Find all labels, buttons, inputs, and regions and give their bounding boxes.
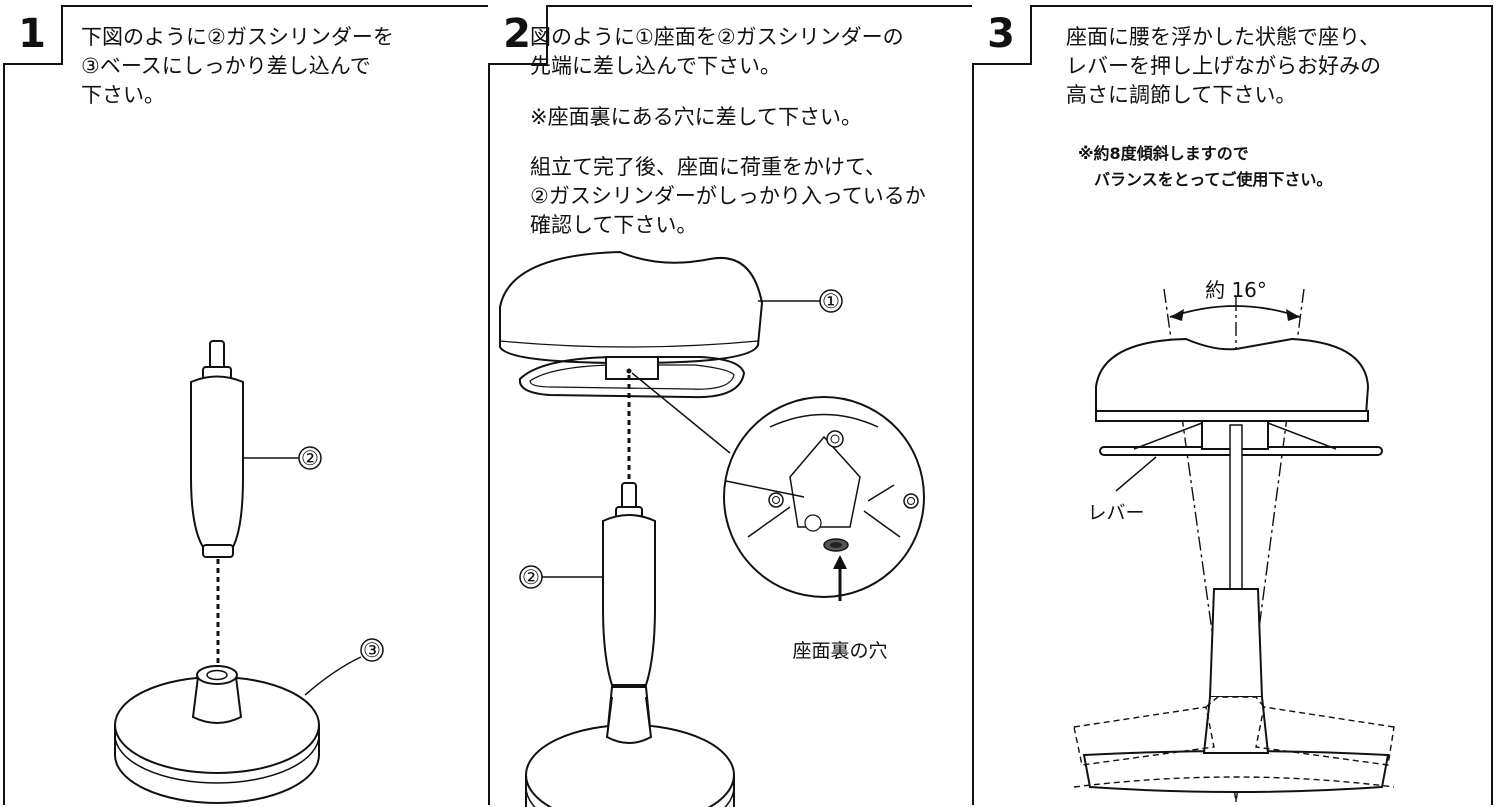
step-3-text: 座面に腰を浮かした状態で座り、 レバーを押し上げながらお好みの 高さに調節して下… bbox=[1066, 25, 1381, 107]
step-1-number: 1 bbox=[3, 5, 63, 65]
step-3-illustration: 約 16° レバー bbox=[1073, 278, 1395, 803]
step-2-check: 組立て完了後、座面に荷重をかけて、 ②ガスシリンダーがしっかり入っているか 確認… bbox=[530, 155, 926, 237]
step-1-panel: 1 下図のように②ガスシリンダーを ③ベースにしっかり差し込んで 下さい。 ② … bbox=[3, 5, 490, 805]
step-3-panel: 3 座面に腰を浮かした状態で座り、 レバーを押し上げながらお好みの 高さに調節し… bbox=[972, 5, 1493, 805]
step-2-number: 2 bbox=[488, 5, 548, 65]
label-cylinder: ② bbox=[301, 446, 319, 470]
hole-label: 座面裏の穴 bbox=[792, 640, 887, 662]
step-2-text: 図のように①座面を②ガスシリンダーの 先端に差し込んで下さい。 bbox=[530, 25, 904, 78]
label-seat: ① bbox=[822, 289, 840, 313]
step-2-panel: 2 図のように①座面を②ガスシリンダーの 先端に差し込んで下さい。 ※座面裏にあ… bbox=[488, 5, 974, 807]
step-2-note: ※座面裏にある穴に差して下さい。 bbox=[530, 105, 862, 129]
step-1-text: 下図のように②ガスシリンダーを ③ベースにしっかり差し込んで 下さい。 bbox=[81, 25, 394, 107]
label-base: ③ bbox=[363, 638, 381, 662]
step-2-illustration: ① 座面裏の穴 ② bbox=[499, 250, 925, 807]
step-1-illustration: ② ③ bbox=[114, 340, 384, 804]
label-cylinder-2: ② bbox=[522, 565, 540, 589]
lever-label: レバー bbox=[1087, 502, 1144, 524]
step-3-note: ※約8度傾斜しますので バランスをとってご使用下さい。 bbox=[1078, 144, 1333, 189]
step-3-number: 3 bbox=[972, 5, 1032, 65]
